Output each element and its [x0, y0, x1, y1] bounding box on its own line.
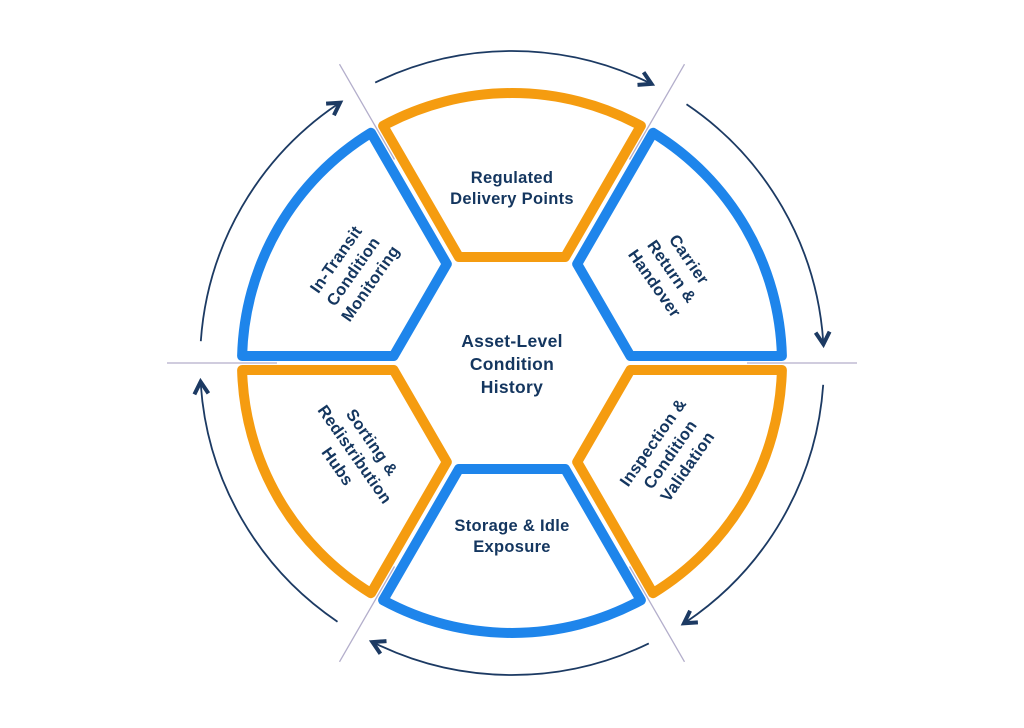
flow-arc — [374, 50, 650, 84]
flow-arrowhead — [325, 100, 344, 117]
flow-arc — [374, 642, 650, 676]
label-line: History — [480, 376, 544, 397]
segment-shape-inspection-condition-validation — [572, 365, 787, 599]
flow-arrowhead — [637, 71, 656, 87]
flow-arrowhead — [680, 609, 699, 626]
divider-line — [628, 566, 686, 663]
segment-shape-in-transit-condition-monitoring — [237, 127, 452, 361]
segment-shape-storage-idle-exposure — [378, 464, 646, 638]
segment-label-storage-idle-exposure: Storage & Idle Exposure — [454, 516, 569, 558]
label-line: Storage & Idle — [454, 517, 570, 536]
flow-arc — [685, 384, 825, 623]
flow-arc — [199, 103, 339, 342]
segment-shape-regulated-delivery-points — [378, 88, 646, 262]
divider-line — [338, 566, 396, 663]
label-line: Exposure — [473, 538, 551, 556]
segment-shape-sorting-redistribution-hubs — [237, 365, 452, 599]
segment-shape-carrier-return-handover — [572, 127, 787, 361]
center-label: Asset-Level Condition History — [461, 330, 563, 398]
label-line: Condition — [469, 353, 555, 374]
flow-arrowhead — [813, 330, 832, 349]
label-line: Regulated — [470, 169, 554, 188]
flow-arrowhead — [368, 639, 387, 655]
segment-label-regulated-delivery-points: Regulated Delivery Points — [450, 168, 574, 210]
divider-line — [338, 63, 396, 160]
divider-line — [628, 63, 686, 160]
label-line: Delivery Points — [450, 190, 574, 208]
label-line: Asset-Level — [461, 330, 563, 351]
flow-arc — [685, 103, 825, 342]
flow-arc — [199, 384, 339, 623]
flow-arrowhead — [192, 377, 211, 396]
